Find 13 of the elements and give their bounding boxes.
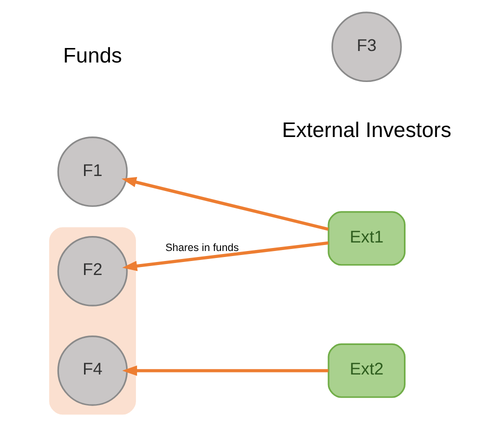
node-circle: F2 (57, 236, 128, 306)
arrow (122, 365, 328, 376)
arrow (122, 177, 329, 231)
node-box: Ext2 (328, 343, 406, 398)
node-box: Ext1 (328, 211, 406, 266)
label: External Investors (282, 118, 452, 142)
node-circle: F4 (57, 336, 128, 406)
label: Funds (63, 44, 122, 68)
node-circle: F1 (57, 136, 128, 207)
cluster (49, 227, 136, 415)
arrow (122, 241, 329, 272)
node-circle: F3 (331, 12, 402, 82)
edge-label: Shares in funds (165, 242, 239, 254)
